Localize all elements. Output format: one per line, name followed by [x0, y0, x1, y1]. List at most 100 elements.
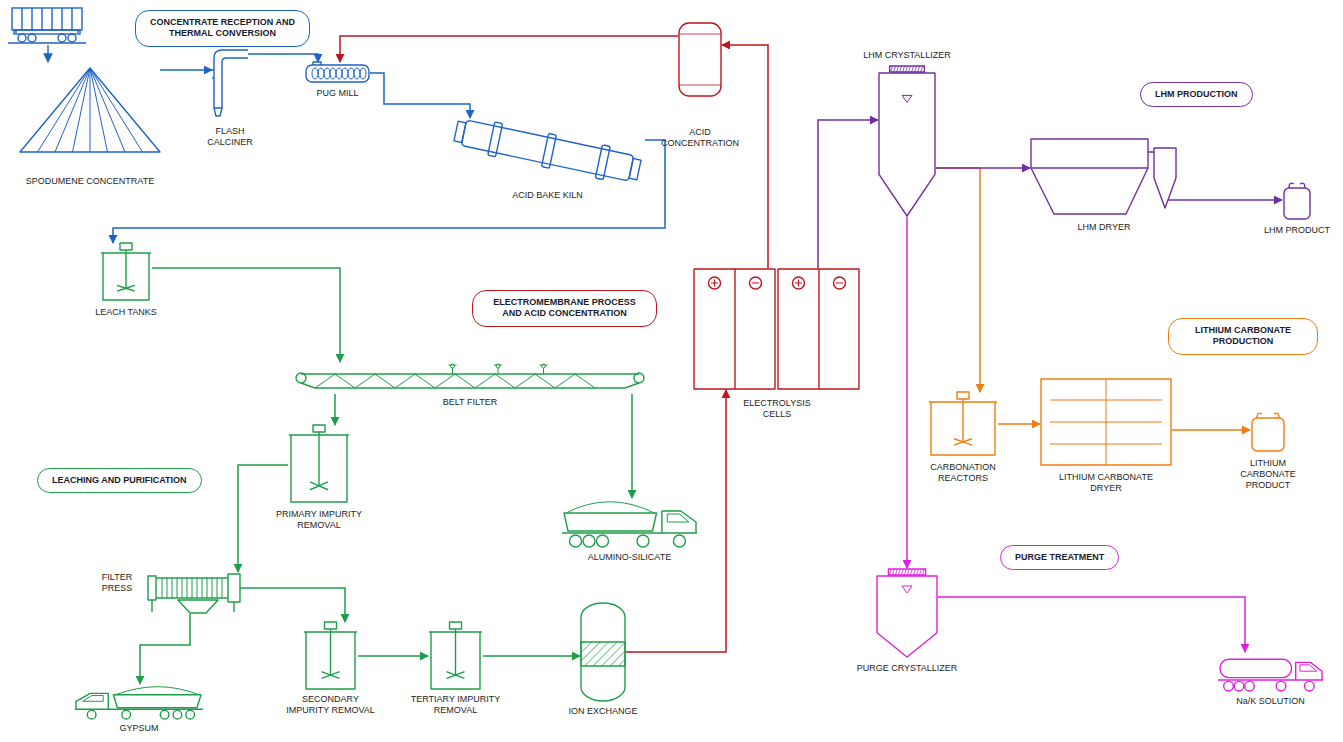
equipment-node: FLASH CALCINER	[212, 48, 248, 118]
drawing-part	[1234, 681, 1244, 691]
drawing-part	[496, 364, 500, 368]
drawing-part	[734, 269, 735, 389]
flow-line	[140, 614, 190, 684]
equipment-node: BELT FILTER	[295, 362, 645, 394]
drawing-part	[1289, 183, 1305, 188]
equipment-node: ELECTROLYSIS CELLS	[693, 268, 861, 390]
drawing-part	[453, 114, 643, 186]
drawing-part	[315, 374, 355, 388]
drawing-part	[583, 535, 595, 547]
drawing-part	[113, 695, 201, 708]
drawing-part	[475, 374, 515, 388]
equipment-label: LHM DRYER	[1064, 222, 1144, 233]
drawing-part	[1031, 167, 1148, 168]
drawing-part	[597, 535, 609, 547]
drawing-part	[907, 569, 909, 575]
drawing-part	[1252, 418, 1284, 451]
equipment-node: LITHIUM CARBONATE PRODUCT	[1250, 410, 1286, 452]
equipment-node: ACID CONCENTRATION	[678, 22, 722, 97]
drawing-part	[877, 576, 937, 657]
equipment-node: ION EXCHANGE	[580, 602, 626, 702]
drawing-part	[101, 243, 151, 300]
drawing-part	[115, 687, 199, 695]
section-title-box: PURGE TREATMENT	[1000, 545, 1119, 570]
drawing-part	[1224, 681, 1234, 691]
equipment-symbol	[678, 22, 722, 97]
flow-line	[936, 167, 1030, 169]
equipment-symbol	[693, 268, 861, 390]
drawing-part	[581, 603, 625, 701]
equipment-symbol	[20, 68, 160, 152]
drawing-part	[570, 535, 582, 547]
drawing-part	[451, 364, 455, 368]
drawing-part	[55, 68, 90, 152]
equipment-symbol	[1040, 378, 1172, 466]
drawing-part	[581, 642, 625, 666]
drawing-part	[289, 435, 349, 502]
drawing-part	[906, 66, 908, 72]
drawing-part	[1252, 413, 1284, 451]
drawing-part	[14, 30, 80, 34]
drawing-part	[916, 569, 918, 575]
drawing-part	[909, 66, 911, 72]
drawing-part	[212, 70, 214, 78]
flow-line	[152, 268, 340, 362]
drawing-part	[897, 66, 899, 72]
drawing-part	[629, 158, 641, 179]
flow-line	[483, 655, 580, 657]
equipment-symbol	[1282, 180, 1312, 220]
equipment-label: SPODUMENE CONCENTRATE	[20, 176, 160, 187]
equipment-label: LHM PRODUCT	[1257, 225, 1337, 236]
equipment-label: PRIMARY IMPURITY REMOVAL	[272, 509, 367, 531]
equipment-node: LHM PRODUCT	[1282, 180, 1312, 220]
drawing-part	[41, 8, 42, 30]
drawing-part	[20, 68, 160, 152]
drawing-part	[336, 68, 342, 79]
equipment-node: PURGE CRYSTALLIZER	[876, 568, 938, 658]
drawing-part	[90, 68, 108, 152]
drawing-part	[898, 569, 900, 575]
equipment-symbol	[75, 684, 203, 720]
drawing-part	[28, 34, 36, 42]
drawing-part	[581, 603, 625, 701]
equipment-node: PUG MILL	[305, 62, 370, 84]
drawing-part	[18, 34, 26, 42]
drawing-part	[322, 672, 340, 679]
equipment-symbol	[148, 572, 245, 614]
drawing-part	[87, 710, 96, 719]
drawing-part	[903, 66, 905, 72]
equipment-symbol	[562, 498, 697, 548]
equipment-symbol	[1218, 652, 1323, 692]
drawing-part	[101, 253, 151, 300]
equipment-symbol	[928, 392, 998, 456]
drawing-part	[929, 402, 997, 455]
flow-line	[818, 120, 878, 268]
drawing-part	[900, 66, 902, 72]
drawing-part	[228, 574, 240, 602]
drawing-part	[1031, 139, 1148, 214]
equipment-node: SPODUMENE CONCENTRATE	[20, 68, 160, 152]
equipment-label: PURGE CRYSTALLIZER	[847, 663, 967, 674]
drawing-part	[148, 576, 156, 600]
drawing-part	[395, 374, 435, 388]
drawing-part	[31, 8, 32, 30]
drawing-part	[694, 269, 859, 389]
equipment-label: LHM CRYSTALLIZER	[862, 50, 952, 61]
drawing-part	[187, 578, 188, 598]
drawing-part	[73, 68, 91, 152]
drawing-part	[488, 122, 503, 157]
drawing-part	[1284, 183, 1310, 219]
equipment-label: Na/K SOLUTION	[1221, 696, 1321, 707]
equipment-node: SECONDARY IMPURITY REMOVAL	[303, 622, 358, 690]
drawing-part	[795, 280, 843, 287]
equipment-label: ION EXCHANGE	[558, 706, 648, 717]
drawing-part	[902, 95, 912, 102]
flow-line	[334, 394, 336, 425]
flow-line	[370, 73, 470, 118]
drawing-part	[634, 373, 644, 383]
equipment-symbol	[288, 425, 350, 503]
drawing-part	[296, 373, 306, 383]
section-title-box: LHM PRODUCTION	[1140, 82, 1253, 107]
equipment-symbol	[295, 362, 645, 394]
flow-line	[248, 54, 318, 62]
